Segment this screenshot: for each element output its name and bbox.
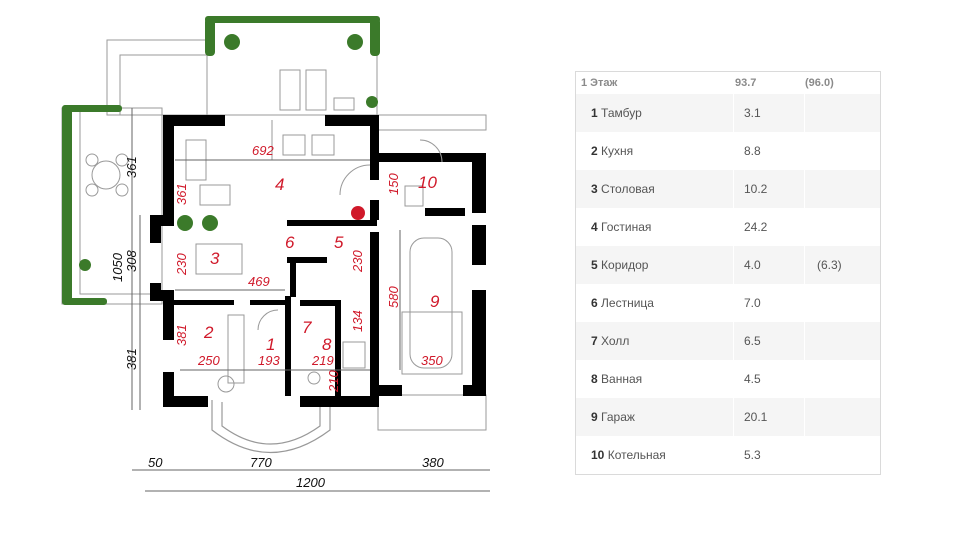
- room-area: 6.5: [733, 322, 804, 360]
- dim-308: 308: [124, 250, 139, 272]
- dim-580: 580: [386, 286, 401, 308]
- dim-210: 210: [326, 370, 341, 393]
- room-area: 8.8: [733, 132, 804, 170]
- dim-1200: 1200: [296, 475, 326, 490]
- dim-193: 193: [258, 353, 280, 368]
- bay-window: [211, 400, 331, 454]
- room-area: 4.0: [733, 246, 804, 284]
- dim-381-outer: 381: [124, 348, 139, 370]
- area-table: 1 Этаж 93.7 (96.0) 1 Тамбур 3.1 2 Кухня 8.8…: [575, 71, 881, 475]
- room-total: [804, 284, 876, 322]
- header-area: 93.7: [735, 77, 757, 89]
- dim-692: 692: [252, 143, 274, 158]
- room-total: (6.3): [804, 246, 876, 284]
- dim-134: 134: [350, 310, 365, 332]
- table-header: 1 Этаж 93.7 (96.0): [576, 72, 880, 94]
- fireplace-icon: [351, 206, 365, 220]
- table-row: 1 Тамбур 3.1: [576, 94, 880, 132]
- room-number-6: 6: [285, 233, 295, 252]
- room-total: [804, 132, 876, 170]
- room-number-1: 1: [266, 335, 275, 354]
- room-area: 5.3: [733, 436, 804, 474]
- room-name: 2 Кухня: [591, 144, 634, 158]
- room-number-2: 2: [203, 323, 214, 342]
- table-row: 5 Коридор 4.0(6.3): [576, 246, 880, 284]
- room-number-3: 3: [210, 249, 220, 268]
- room-total: [804, 398, 876, 436]
- table-row: 8 Ванная 4.5: [576, 360, 880, 398]
- header-floor: 1 Этаж: [581, 77, 618, 89]
- table-row: 10 Котельная 5.3: [576, 436, 880, 474]
- table-row: 7 Холл 6.5: [576, 322, 880, 360]
- table-row: 9 Гараж 20.1: [576, 398, 880, 436]
- floor-plan: 4 10 6 5 3 2 1 7 8 9 692 361 230 469 381…: [61, 16, 490, 492]
- header-total: (96.0): [805, 77, 834, 89]
- dim-230-right: 230: [350, 250, 365, 273]
- room-name: 5 Коридор: [591, 258, 649, 272]
- room-total: [804, 170, 876, 208]
- dim-250: 250: [197, 353, 220, 368]
- table-row: 2 Кухня 8.8: [576, 132, 880, 170]
- room-number-5: 5: [334, 233, 344, 252]
- dim-230-left: 230: [174, 253, 189, 276]
- room-area: 4.5: [733, 360, 804, 398]
- dim-1050: 1050: [110, 252, 125, 282]
- room-area: 7.0: [733, 284, 804, 322]
- room-name: 8 Ванная: [591, 372, 643, 386]
- dim-381: 381: [174, 324, 189, 346]
- room-area: 10.2: [733, 170, 804, 208]
- room-number-4: 4: [275, 175, 284, 194]
- room-name: 4 Гостиная: [591, 220, 652, 234]
- hedge-plants: [62, 16, 380, 305]
- table-row: 3 Столовая 10.2: [576, 170, 880, 208]
- furniture: [85, 120, 463, 393]
- room-total: [804, 322, 876, 360]
- room-name: 9 Гараж: [591, 410, 635, 424]
- dim-380: 380: [422, 455, 444, 470]
- room-number-7: 7: [302, 318, 312, 337]
- dim-361-outer: 361: [124, 156, 139, 178]
- room-number-8: 8: [322, 335, 332, 354]
- dim-150: 150: [386, 173, 401, 195]
- room-total: [804, 94, 876, 132]
- room-area: 24.2: [733, 208, 804, 246]
- room-name: 10 Котельная: [591, 448, 666, 462]
- door-swings: [257, 139, 443, 331]
- room-number-10: 10: [418, 173, 437, 192]
- dimension-lines: [131, 108, 490, 492]
- room-name: 6 Лестница: [591, 296, 654, 310]
- room-total: [804, 436, 876, 474]
- room-name: 1 Тамбур: [591, 106, 642, 120]
- dim-361: 361: [174, 183, 189, 205]
- dim-219: 219: [311, 353, 334, 368]
- dim-350: 350: [421, 353, 443, 368]
- room-total: [804, 360, 876, 398]
- room-name: 7 Холл: [591, 334, 630, 348]
- room-area: 3.1: [733, 94, 804, 132]
- table-row: 4 Гостиная 24.2: [576, 208, 880, 246]
- walls: [150, 115, 486, 407]
- dim-469: 469: [248, 274, 270, 289]
- table-row: 6 Лестница 7.0: [576, 284, 880, 322]
- dim-770: 770: [250, 455, 272, 470]
- room-total: [804, 208, 876, 246]
- room-number-9: 9: [430, 292, 440, 311]
- room-area: 20.1: [733, 398, 804, 436]
- room-name: 3 Столовая: [591, 182, 655, 196]
- dim-50: 50: [148, 455, 163, 470]
